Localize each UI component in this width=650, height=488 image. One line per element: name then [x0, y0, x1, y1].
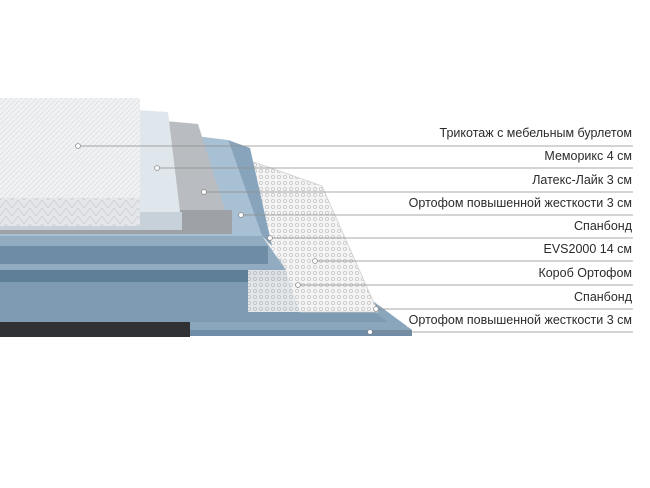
- leader-lines: [75, 143, 633, 335]
- label-knit-cover: Трикотаж с мебельным бурлетом: [437, 126, 632, 140]
- label-spunbond-bottom: Спанбонд: [572, 290, 632, 304]
- label-spunbond-top: Спанбонд: [572, 219, 632, 233]
- label-orthofoam-bottom: Ортофом повышенной жесткости 3 см: [406, 313, 632, 327]
- label-orthofoam-top: Ортофом повышенной жесткости 3 см: [406, 196, 632, 210]
- label-spring-block: EVS2000 14 см: [541, 242, 632, 256]
- label-box-foam: Короб Ортофом: [536, 266, 632, 280]
- label-latex-like: Латекс-Лайк 3 см: [530, 173, 632, 187]
- label-memorix: Мемор­икс 4 см: [542, 149, 632, 163]
